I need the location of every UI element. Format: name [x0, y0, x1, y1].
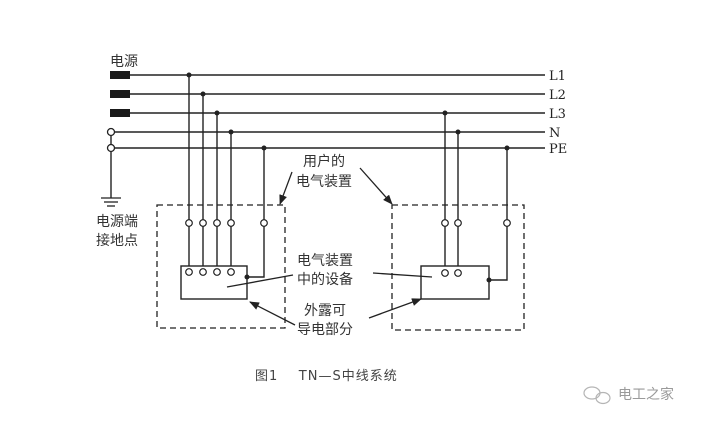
- annotation-exposed-part-2: 导电部分: [297, 322, 353, 338]
- arrow-right-exposed-part: [368, 298, 422, 319]
- n-terminal-icon: [106, 127, 116, 137]
- source-ground-label-2: 接地点: [96, 232, 138, 249]
- annotation-user-installation-1: 用户的: [303, 153, 345, 170]
- right-installation: [391, 110, 525, 331]
- label-l1: L1: [549, 69, 566, 84]
- label-l3: L3: [549, 107, 566, 122]
- arrow-to-right-installation: [359, 167, 393, 205]
- arrow-to-left-installation: [279, 171, 293, 205]
- arrow-left-exposed-part: [249, 301, 296, 326]
- left-installation: [156, 72, 286, 329]
- pe-terminal-icon: [106, 143, 116, 153]
- fuse-icon-l1: [110, 71, 130, 79]
- ground-icon: [101, 197, 121, 207]
- label-n: N: [549, 126, 560, 141]
- annotation-user-installation-2: 电气装置: [296, 174, 352, 190]
- watermark-text: 电工之家: [618, 386, 674, 403]
- annotation-equipment-1: 电气装置: [297, 253, 353, 269]
- leader-right-equipment: [372, 272, 433, 278]
- figure-caption: 图1 TN—S中线系统: [255, 369, 398, 384]
- fuse-icon-l3: [110, 109, 130, 117]
- source-label: 电源: [110, 54, 138, 70]
- label-l2: L2: [549, 88, 566, 103]
- left-installation-boundary: [156, 204, 286, 329]
- annotation-exposed-part-1: 外露可: [304, 303, 346, 319]
- annotation-equipment-2: 中的设备: [297, 271, 353, 288]
- leader-left-equipment: [226, 274, 294, 288]
- label-pe: PE: [549, 142, 567, 157]
- fuse-icon-l2: [110, 90, 130, 98]
- wechat-logo-icon: [583, 386, 611, 405]
- source-ground-label-1: 电源端: [96, 214, 138, 230]
